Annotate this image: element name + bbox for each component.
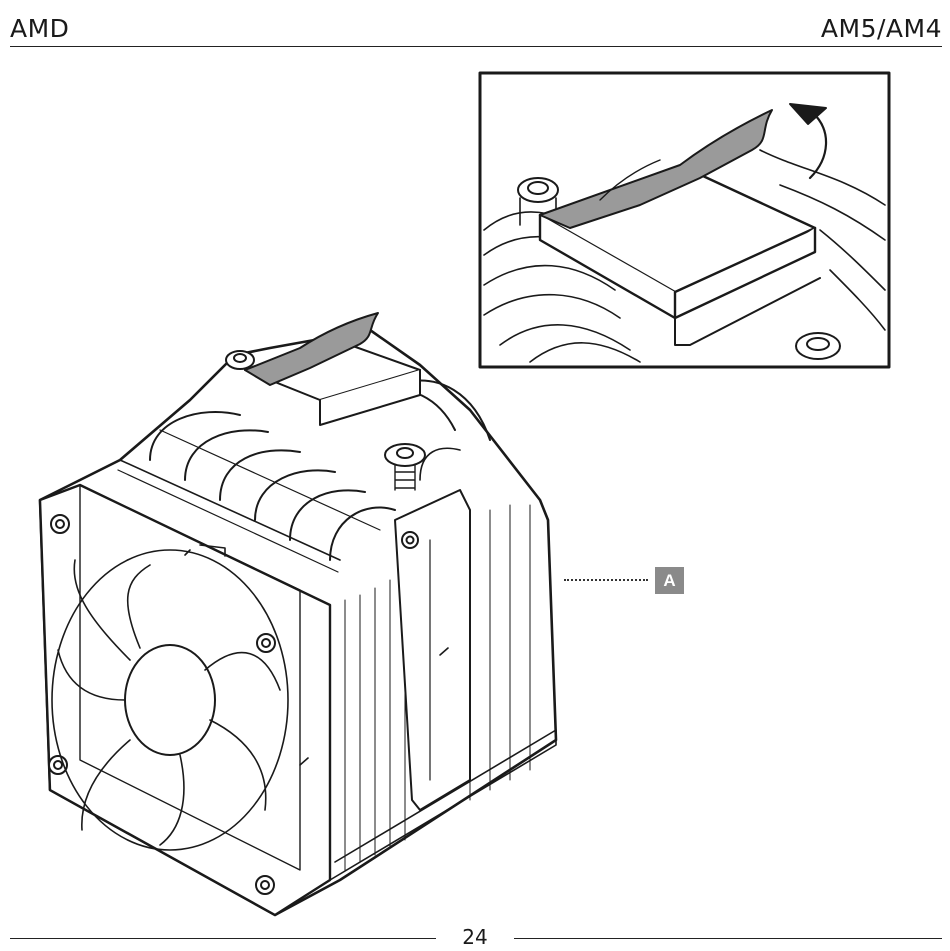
footer-divider-left — [10, 938, 436, 939]
page-number: 24 — [436, 925, 514, 949]
callout-label-a: A — [655, 567, 684, 594]
callout-leader-line — [564, 579, 648, 581]
cooler-body — [40, 313, 556, 915]
inset-zoom-panel — [480, 73, 889, 367]
footer-divider-right — [514, 938, 942, 939]
